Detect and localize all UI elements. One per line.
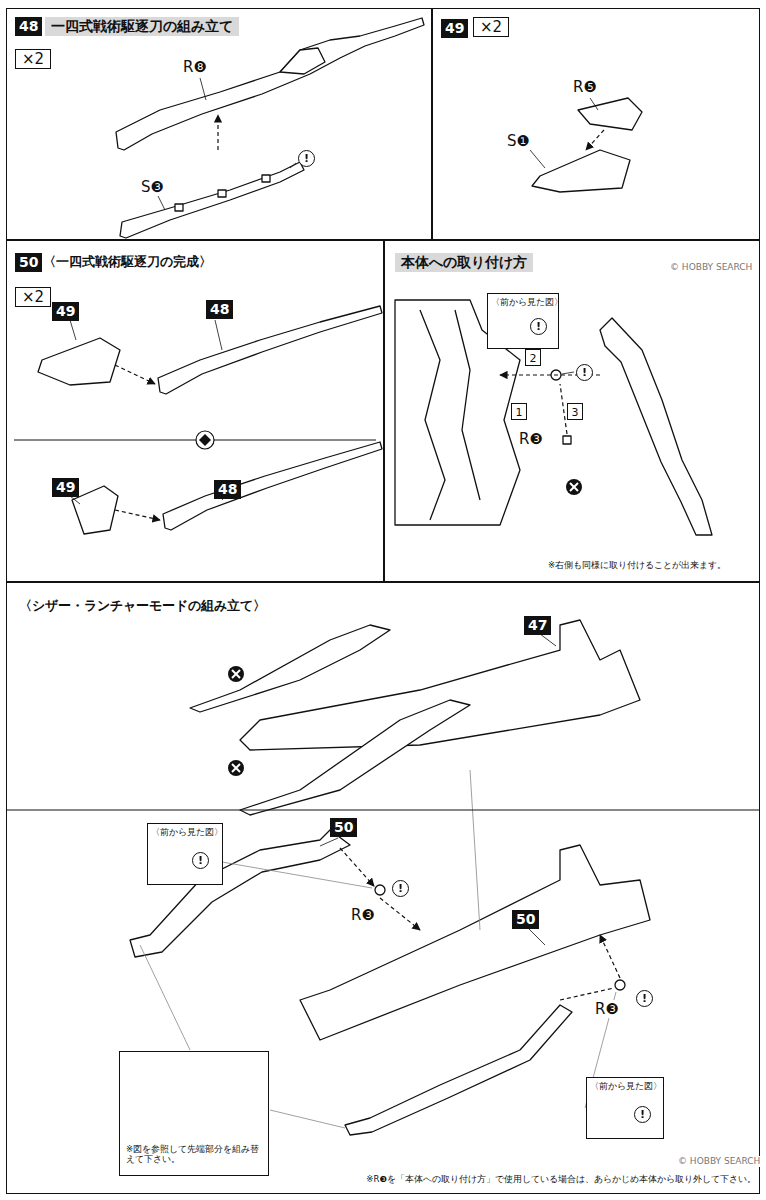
- step-number: 49: [441, 19, 468, 38]
- quantity-box: ×2: [473, 17, 509, 37]
- inset-box: 2: [525, 349, 541, 366]
- callout-number: 47: [524, 616, 551, 635]
- inset-box: 3: [567, 403, 583, 420]
- step-panel: 本体への取り付け方〈前から見た図〉 2 1 3: [384, 240, 760, 582]
- part-number: S❸: [140, 178, 165, 196]
- caution-mark: !: [636, 990, 653, 1007]
- note-text: ※R❸を「本体への取り付け方」で使用している場合は、あらかじめ本体から取り外して…: [150, 1174, 756, 1184]
- callout-number: 49: [52, 478, 79, 497]
- heading-text: 〈前から見た図〉: [491, 296, 555, 309]
- caution-mark: !: [192, 852, 209, 869]
- step-panel: 50〈一四式戦術駆逐刀の完成〉 ×2: [6, 240, 384, 582]
- heading-text: 3: [571, 406, 579, 419]
- caution-mark: !: [576, 364, 593, 381]
- part-number: S❶: [506, 132, 531, 150]
- heading-text: 〈一四式戦術駆逐刀の完成〉: [41, 253, 214, 271]
- callout-number: 49: [52, 302, 79, 321]
- watermark: © HOBBY SEARCH: [676, 1156, 762, 1167]
- watermark: © HOBBY SEARCH: [668, 262, 754, 273]
- callout-number: 48: [214, 480, 241, 499]
- quantity-box: ×2: [15, 287, 51, 307]
- step-number: 50: [15, 253, 42, 272]
- heading-text: 1: [515, 406, 523, 419]
- inset-box: ※図を参照して先端部分を組み替えて下さい。: [119, 1051, 269, 1176]
- callout-number: 50: [512, 910, 539, 929]
- inset-box: 1: [511, 403, 527, 420]
- caution-mark: !: [392, 880, 409, 897]
- step-panel: 〈シザー・ランチャーモードの組み立て〉〈前から見た図〉 ※図を参照して先端部分を組…: [6, 582, 760, 1194]
- heading-text: 2: [529, 352, 537, 365]
- step-number: 48: [15, 17, 42, 36]
- callout-number: 48: [206, 300, 233, 319]
- note-text: ※右側も同様に取り付けることが出来ます。: [548, 560, 754, 570]
- quantity-box: ×2: [15, 49, 51, 69]
- inset-box: 〈前から見た図〉: [487, 293, 559, 349]
- caution-mark: !: [530, 318, 547, 335]
- inset-box: 〈前から見た図〉: [147, 823, 223, 885]
- part-number: R❺: [572, 78, 598, 96]
- callout-number: 50: [330, 818, 357, 837]
- heading-text: 本体への取り付け方: [395, 253, 533, 272]
- part-number: R❸: [594, 1000, 620, 1018]
- step-panel: 49 ×2: [432, 8, 760, 240]
- caution-mark: !: [634, 1106, 651, 1123]
- heading-text: 一四式戦術駆逐刀の組み立て: [45, 17, 239, 36]
- heading-text: 〈シザー・ランチャーモードの組み立て〉: [17, 597, 268, 615]
- part-number: R❸: [518, 430, 544, 448]
- heading-text: ※図を参照して先端部分を組み替えて下さい。: [126, 1144, 264, 1164]
- inset-box: 〈前から見た図〉: [586, 1077, 664, 1139]
- heading-text: 〈前から見た図〉: [590, 1080, 660, 1093]
- part-number: R❽: [182, 58, 208, 76]
- caution-mark: !: [298, 150, 315, 167]
- heading-text: 〈前から見た図〉: [151, 826, 219, 839]
- part-number: R❸: [350, 906, 376, 924]
- step-panel: 48一四式戦術駆逐刀の組み立て ×2: [6, 8, 432, 240]
